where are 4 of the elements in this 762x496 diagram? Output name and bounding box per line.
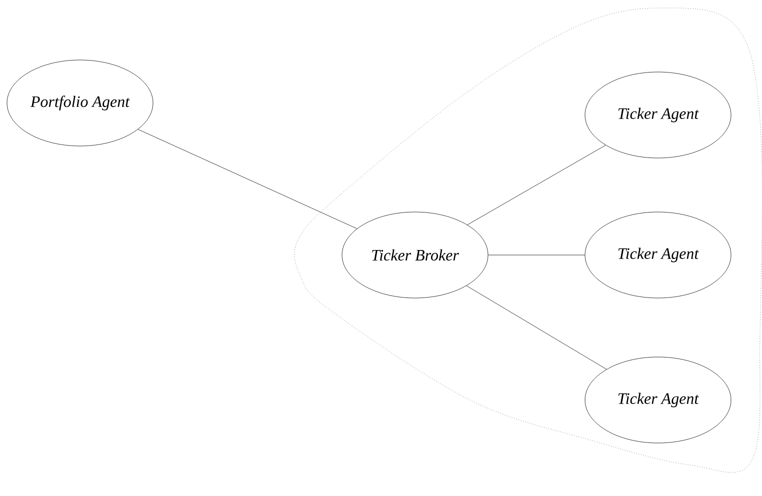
connector-line bbox=[467, 144, 606, 226]
connector-line bbox=[488, 254, 585, 256]
connector-line bbox=[466, 286, 607, 370]
connector-line bbox=[138, 129, 358, 229]
